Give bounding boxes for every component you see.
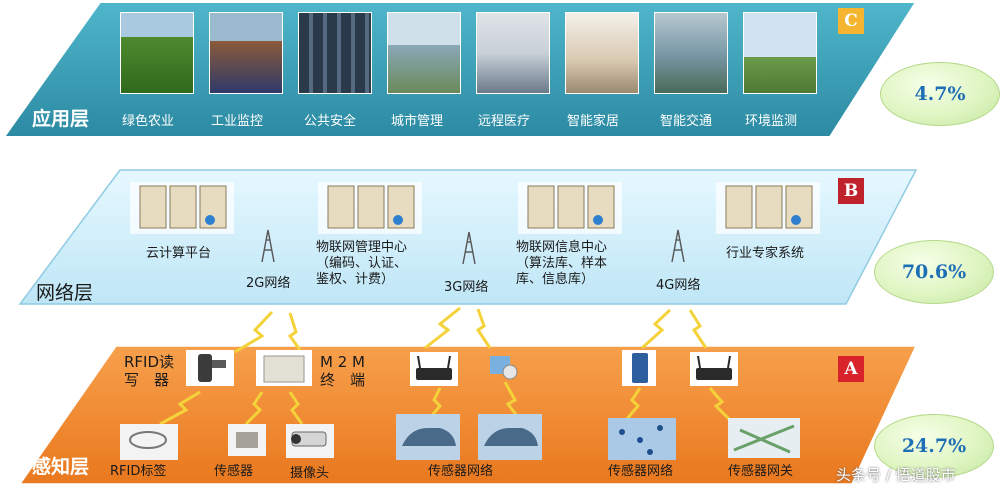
photo-environment-monitoring bbox=[743, 12, 817, 94]
car-icon bbox=[396, 414, 460, 460]
rfid-tag-icon bbox=[120, 424, 178, 460]
sensor-network-icon bbox=[608, 418, 676, 460]
photo-industrial-monitoring bbox=[209, 12, 283, 94]
m2m-terminal-icon bbox=[256, 350, 312, 386]
device-label: 传感器 bbox=[214, 464, 254, 479]
device-label: 传感器网关 bbox=[728, 464, 794, 479]
rfid-reader-label: 写 器 bbox=[124, 371, 170, 389]
app-item-label: 环境监测 bbox=[745, 114, 798, 129]
perception-layer-title: 感知层 bbox=[32, 456, 90, 478]
photo-smart-home bbox=[565, 12, 639, 94]
sensor-node-icon bbox=[490, 356, 518, 380]
network-3g-label: 3G网络 bbox=[444, 280, 489, 295]
device-label: 摄像头 bbox=[290, 466, 330, 481]
app-item-label: 绿色农业 bbox=[122, 114, 175, 129]
photo-smart-transport bbox=[654, 12, 728, 94]
router-icon bbox=[410, 352, 458, 386]
camera-icon bbox=[286, 424, 334, 458]
gateway-icon bbox=[728, 418, 800, 458]
tower-icon bbox=[261, 229, 275, 263]
network-2g-label: 2G网络 bbox=[246, 276, 291, 291]
badge-c: C bbox=[838, 8, 864, 34]
photo-green-agriculture bbox=[120, 12, 194, 94]
network-layer-title: 网络层 bbox=[36, 282, 94, 304]
device-label: RFID标签 bbox=[110, 464, 167, 479]
info-center-label: 物联网信息中心 bbox=[516, 240, 608, 255]
app-item-label: 工业监控 bbox=[211, 114, 264, 129]
server-cluster-icon bbox=[716, 182, 820, 234]
device-label: 传感器网络 bbox=[428, 464, 494, 479]
mgmt-center-label: 物联网管理中心 bbox=[316, 240, 408, 255]
app-item-label: 城市管理 bbox=[391, 114, 444, 129]
percent-application: 4.7% bbox=[880, 62, 1000, 126]
wireless-links bbox=[159, 306, 732, 426]
device-label: 传感器网络 bbox=[608, 464, 674, 479]
tower-icon bbox=[671, 229, 685, 263]
app-item-label: 智能家居 bbox=[567, 114, 620, 129]
percent-perception: 24.7% bbox=[874, 414, 994, 478]
mgmt-center-label: （编码、认证、 bbox=[316, 256, 408, 271]
cloud-platform-label: 云计算平台 bbox=[146, 246, 212, 261]
photo-public-safety bbox=[298, 12, 372, 94]
m2m-terminal-label: M 2 M bbox=[320, 353, 365, 371]
tower-icon bbox=[462, 231, 476, 265]
badge-a: A bbox=[838, 356, 864, 382]
server-cluster-icon bbox=[318, 182, 422, 234]
sensor-icon bbox=[228, 424, 266, 456]
photo-city-management bbox=[387, 12, 461, 94]
rfid-reader-icon bbox=[186, 350, 234, 386]
car-icon bbox=[478, 414, 542, 460]
percent-network: 70.6% bbox=[874, 240, 994, 304]
app-item-label: 智能交通 bbox=[660, 114, 713, 129]
mgmt-center-label: 鉴权、计费） bbox=[316, 272, 395, 287]
app-item-label: 公共安全 bbox=[304, 114, 357, 129]
watermark: 头条号 / 悟道股市 bbox=[836, 466, 956, 484]
badge-b: B bbox=[838, 178, 864, 204]
info-center-label: （算法库、样本 bbox=[516, 256, 608, 271]
server-cluster-icon bbox=[130, 182, 234, 234]
rfid-reader-label: RFID读 bbox=[124, 353, 175, 371]
application-layer-title: 应用层 bbox=[32, 108, 90, 130]
expert-system-label: 行业专家系统 bbox=[726, 246, 805, 261]
photo-remote-medical bbox=[476, 12, 550, 94]
info-center-label: 库、信息库） bbox=[516, 272, 595, 287]
m2m-terminal-label: 终 端 bbox=[320, 371, 366, 389]
app-item-label: 远程医疗 bbox=[478, 114, 531, 129]
router-icon bbox=[690, 352, 738, 386]
phone-icon bbox=[622, 350, 656, 386]
network-4g-label: 4G网络 bbox=[656, 278, 701, 293]
server-cluster-icon bbox=[518, 182, 622, 234]
